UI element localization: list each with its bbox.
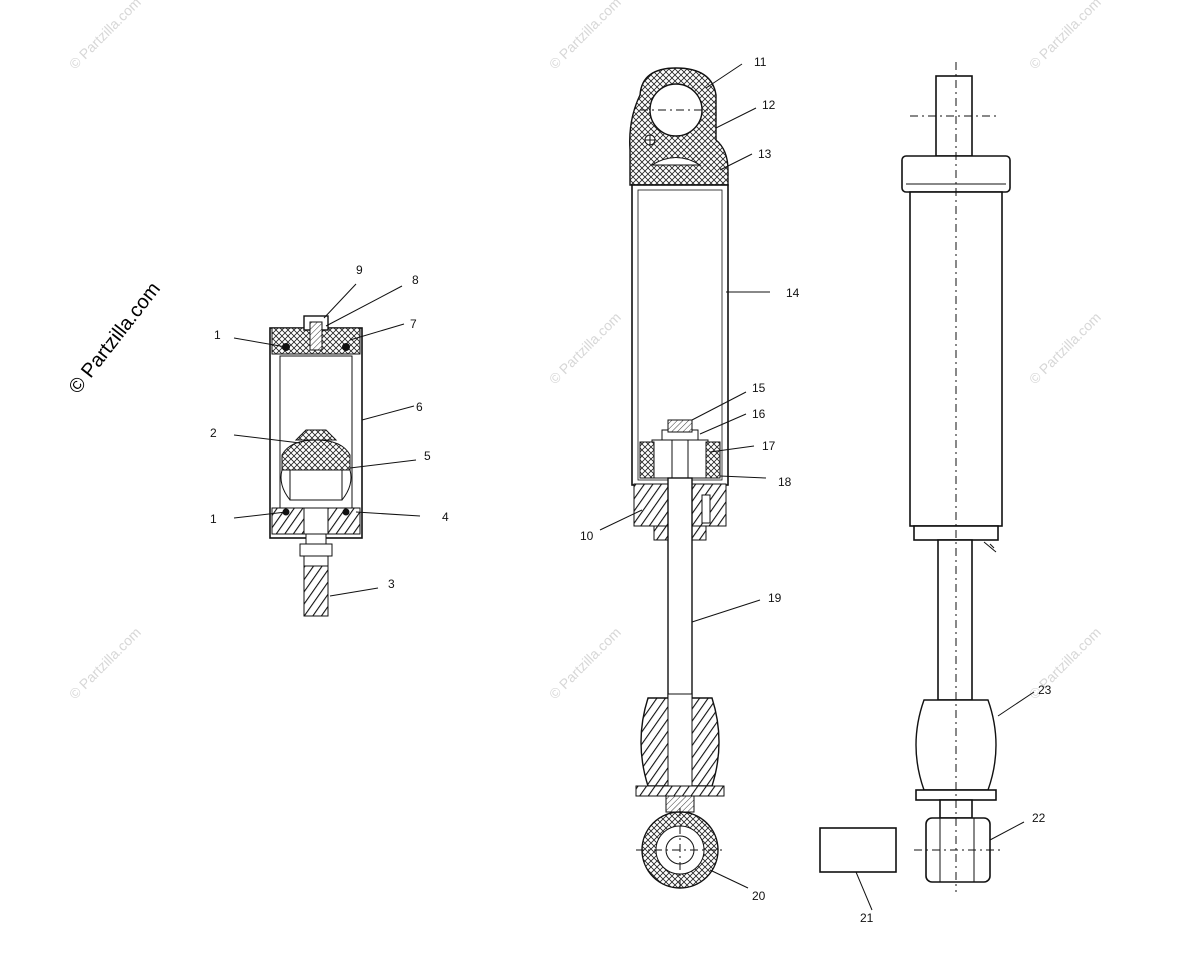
watermark: © Partzilla.com	[66, 624, 144, 702]
callout-20: 20	[752, 889, 766, 903]
callout-15: 15	[752, 381, 766, 395]
callout-16: 16	[752, 407, 766, 421]
watermark: © Partzilla.com	[1026, 0, 1104, 72]
reservoir-assembly	[269, 315, 363, 617]
watermark: © Partzilla.com	[1026, 309, 1104, 387]
callout-9: 9	[356, 263, 363, 277]
callout-14: 14	[786, 286, 800, 300]
shock-side-view	[819, 62, 1011, 892]
callout-18: 18	[778, 475, 792, 489]
watermark: © Partzilla.com	[546, 309, 624, 387]
callout-11: 11	[754, 55, 767, 69]
callout-23: 23	[1038, 683, 1052, 697]
callout-1: 1	[210, 512, 217, 526]
callout-7: 7	[410, 317, 417, 331]
callout-19: 19	[768, 591, 782, 605]
callout-4: 4	[442, 510, 449, 524]
callout-13: 13	[758, 147, 772, 161]
callout-17: 17	[762, 439, 776, 453]
shock-cross-section	[629, 67, 729, 892]
callout-1: 1	[214, 328, 221, 342]
callout-3: 3	[388, 577, 395, 591]
watermark: © Partzilla.com	[546, 624, 624, 702]
callout-10: 10	[580, 529, 594, 543]
callout-labels: 1 1 2 3 4 5 6 7 8 9 10 11 12 13 14 15 16…	[210, 55, 1052, 925]
leader-lines	[233, 63, 1035, 911]
callout-2: 2	[210, 426, 217, 440]
brand-watermark: © Partzilla.com	[65, 278, 165, 398]
callout-22: 22	[1032, 811, 1046, 825]
watermark: © Partzilla.com	[546, 0, 624, 72]
watermark: © Partzilla.com	[66, 0, 144, 72]
callout-12: 12	[762, 98, 776, 112]
callout-5: 5	[424, 449, 431, 463]
callout-8: 8	[412, 273, 419, 287]
callout-6: 6	[416, 400, 423, 414]
callout-21: 21	[860, 911, 874, 925]
